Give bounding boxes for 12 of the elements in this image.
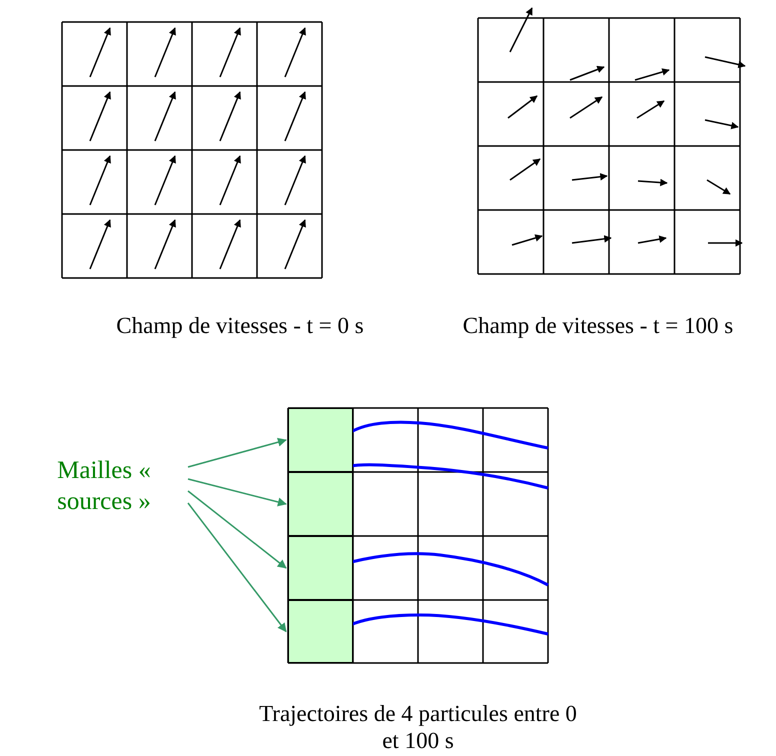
arrow — [187, 502, 287, 632]
caption: Champ de vitesses - t = 0 s — [115, 312, 365, 339]
arrow — [188, 478, 287, 506]
callout-text: Mailles « sources » — [56, 456, 152, 517]
cell-highlight — [288, 600, 353, 663]
cell-highlight — [288, 536, 353, 600]
caption: Champ de vitesses - t = 100 s — [462, 312, 734, 339]
caption: Trajectoires de 4 particules entre 0 et 100 s — [258, 700, 578, 754]
arrow — [188, 490, 287, 569]
cell-highlight — [288, 472, 353, 536]
cell-highlight — [288, 408, 353, 472]
arrow — [188, 438, 287, 468]
